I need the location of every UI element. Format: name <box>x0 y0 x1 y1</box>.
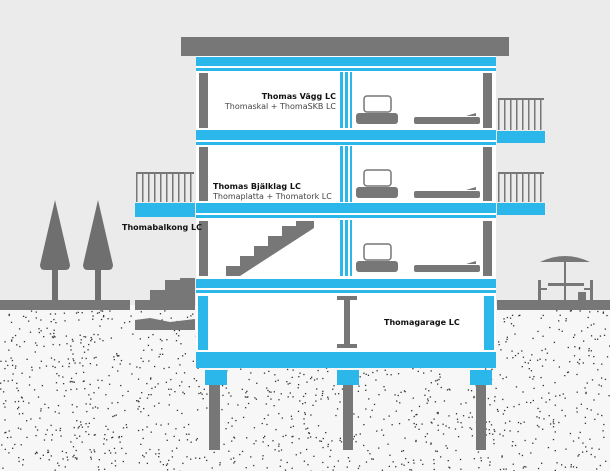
floor-label-title: Thomas Bjälklag LC <box>213 182 301 191</box>
furniture <box>356 95 480 272</box>
floor-label-sub: Thomaplatta + Thomatork LC <box>212 192 332 201</box>
garage-label: Thomagarage LC <box>384 318 460 327</box>
wall-label-sub: Thomaskal + ThomaSKB LC <box>224 102 336 111</box>
bed-and-tv <box>356 243 480 272</box>
balconies <box>135 98 545 217</box>
bed-and-tv <box>356 169 480 198</box>
roof <box>181 37 509 56</box>
trees <box>40 200 113 300</box>
patio-table-umbrella <box>538 256 593 300</box>
wall-label-title: Thomas Vägg LC <box>262 92 336 101</box>
bed-and-tv <box>356 95 480 124</box>
building <box>181 37 509 450</box>
balcony-label: Thomabalkong LC <box>122 223 202 232</box>
outdoor-stairs <box>135 278 195 330</box>
